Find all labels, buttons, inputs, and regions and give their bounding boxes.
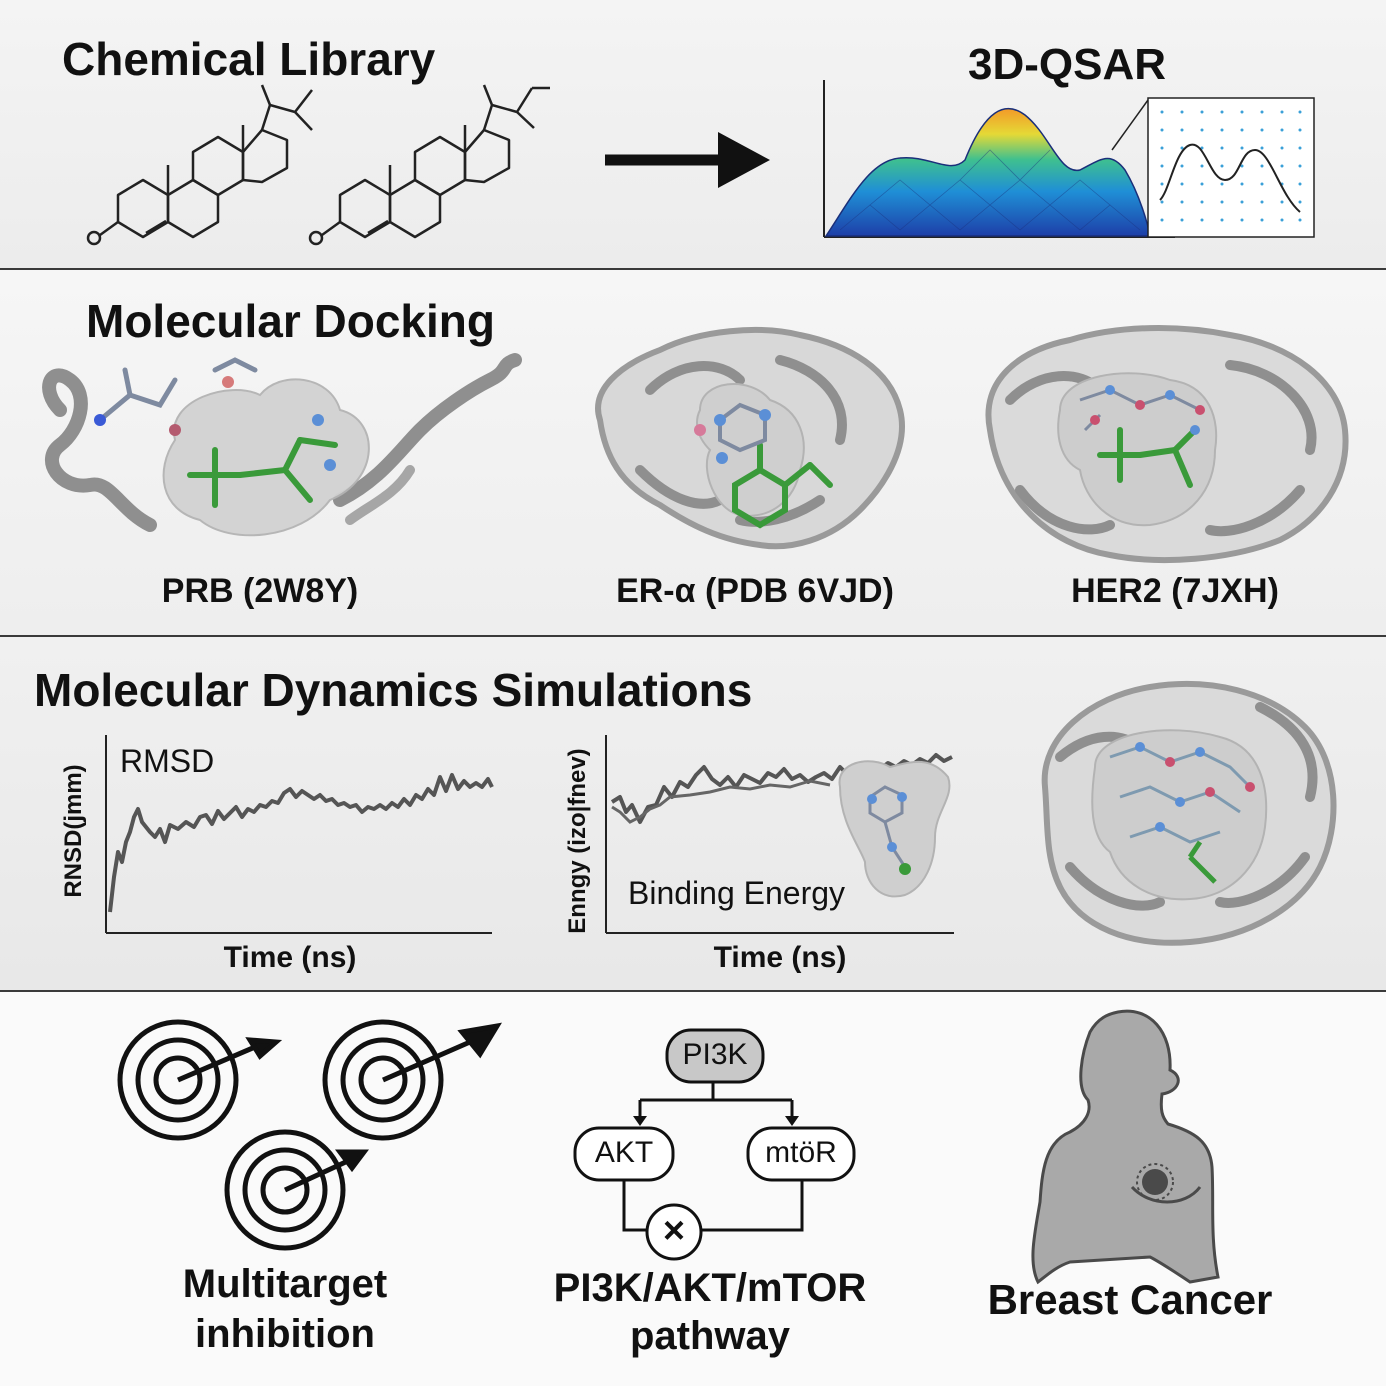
target-icon-1 — [117, 1019, 283, 1141]
energy-plot — [605, 735, 954, 934]
target-icon-3 — [224, 1129, 369, 1251]
er-alpha-target-label: ER-α (PDB 6VJD) — [616, 572, 894, 610]
md-simulation-panel: Molecular Dynamics Simulations — [0, 637, 1386, 992]
prb-complex-illustration — [42, 353, 522, 537]
flow-arrow — [605, 132, 770, 188]
target-icon-2 — [322, 1019, 502, 1141]
pathway-label-line2: pathway — [629, 1314, 791, 1358]
mtor-node: mtöR — [765, 1136, 837, 1169]
pathway-label-line1: PI3K/AKT/mTOR — [553, 1266, 867, 1310]
breast-cancer-silhouette — [1031, 1009, 1220, 1285]
pi3k-node: PI3K — [682, 1038, 748, 1071]
qsar-plot — [823, 80, 1315, 238]
prb-target-label: PRB (2W8Y) — [161, 572, 359, 610]
energy-x-axis-label: Time (ns) — [713, 941, 847, 974]
rmsd-y-axis-label: RNSD(jmm) — [60, 764, 87, 898]
inhibition-symbol: × — [662, 1210, 686, 1252]
chemical-library-title: Chemical Library — [62, 33, 436, 85]
breast-cancer-label: Breast Cancer — [987, 1276, 1273, 1323]
rmsd-x-axis-label: Time (ns) — [223, 941, 357, 974]
outcomes-graphics — [117, 1009, 1220, 1285]
multitarget-label-line1: Multitarget — [182, 1262, 388, 1306]
rmsd-plot — [105, 735, 494, 934]
md-title: Molecular Dynamics Simulations — [34, 664, 753, 716]
her2-target-label: HER2 (7JXH) — [1071, 572, 1279, 610]
energy-y-axis-label: Enngy (izo|fnev) — [564, 748, 591, 934]
docking-graphics — [42, 325, 1349, 563]
steroid-structure-2 — [308, 84, 550, 246]
rmsd-inner-label: RMSD — [120, 743, 215, 779]
rmsd-trace — [108, 773, 494, 913]
energy-inner-label: Binding Energy — [628, 875, 846, 911]
outcomes-panel: PI3K AKT mtöR × Multitarget inhibition P… — [0, 992, 1386, 1386]
akt-node: AKT — [594, 1136, 654, 1169]
md-protein-illustration — [1041, 680, 1337, 946]
docking-title: Molecular Docking — [86, 295, 495, 347]
md-graphics — [105, 680, 1337, 946]
pathway-diagram — [573, 1028, 856, 1261]
chemical-library-panel: Chemical Library — [0, 0, 1386, 270]
er-alpha-complex-illustration — [595, 327, 905, 550]
steroid-structure-1 — [86, 84, 313, 246]
panel1-graphics — [86, 80, 1315, 246]
multitarget-label-line2: inhibition — [195, 1312, 375, 1356]
her2-complex-illustration — [985, 325, 1349, 563]
molecular-docking-panel: Molecular Docking — [0, 270, 1386, 637]
qsar-title: 3D-QSAR — [968, 40, 1167, 89]
